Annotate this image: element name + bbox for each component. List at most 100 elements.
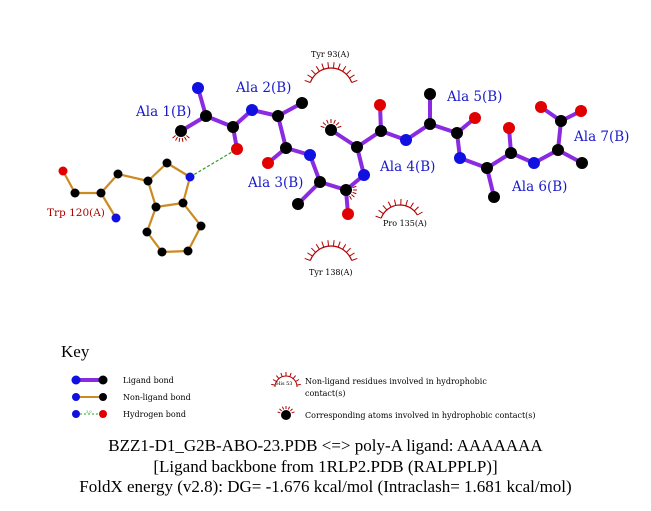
key-ligand-atom <box>98 375 108 385</box>
hydrophobic-residue-label: Tyr 138(A) <box>309 268 353 277</box>
hydrophobic-atom-tick <box>333 119 336 124</box>
pro135-tick <box>394 199 397 206</box>
carbon-atom <box>183 246 193 256</box>
carbon-atom <box>178 198 188 208</box>
tyr93-tick <box>346 69 351 75</box>
key-ligand-bond-label: Ligand bond <box>123 376 174 385</box>
tyr93-tick <box>311 69 316 75</box>
tyr138-tick <box>332 240 335 247</box>
caption-line-2: [Ligand backbone from 1RLP2.PDB (RALPPLP… <box>153 457 498 476</box>
carbon-atom <box>280 142 292 154</box>
atoms <box>58 82 588 257</box>
key-hbond-atom <box>72 410 80 418</box>
oxygen-atom <box>58 166 68 176</box>
carbon-atom <box>451 127 463 139</box>
carbon-atom <box>576 157 588 169</box>
carbon-atom <box>200 110 212 122</box>
tyr138-tick <box>321 241 325 248</box>
nitrogen-atom <box>304 149 316 161</box>
oxygen-atom <box>342 208 354 220</box>
oxygen-atom <box>262 157 274 169</box>
key-hbond-length: 3.0 <box>86 410 92 414</box>
key-ligand-atom <box>71 375 81 385</box>
tyr93-tick <box>337 63 341 70</box>
key-hbond-label: Hydrogen bond <box>123 410 186 419</box>
tyr138-tick <box>315 243 320 250</box>
key-atom-tick <box>281 406 285 410</box>
nonligand-bond <box>186 224 203 253</box>
hbond-residue-label: Trp 120(A) <box>47 207 105 219</box>
hydrophobic-atom-tick <box>322 122 327 126</box>
key-atom-tick <box>287 406 291 410</box>
tyr138-tick <box>342 243 347 250</box>
pro135-arc <box>380 204 418 219</box>
carbon-atom <box>151 202 161 212</box>
tyr93-tick <box>307 74 313 79</box>
tyr93-tick <box>351 79 358 83</box>
hydrophobic-atom-tick <box>320 125 325 129</box>
tyr93-tick <box>332 62 335 69</box>
ligand-residue-label: Ala 2(B) <box>235 80 291 96</box>
caption-line-3: FoldX energy (v2.8): DG= -1.676 kcal/mol… <box>79 477 572 496</box>
tyr138-tick <box>304 257 311 261</box>
carbon-atom <box>555 115 567 127</box>
key-arc-tick <box>295 379 300 382</box>
key-hydrophobic-residues-label: Non-ligand residues involved in hydropho… <box>305 377 487 386</box>
nitrogen-atom <box>192 82 204 94</box>
carbon-atom <box>142 227 152 237</box>
hydrophobic-atom-tick <box>186 135 190 139</box>
carbon-atom <box>488 191 500 203</box>
carbon-atom <box>424 88 436 100</box>
carbon-atom <box>552 144 564 156</box>
ligand-residue-label: Ala 4(B) <box>379 159 435 175</box>
hydrophobic-atom-tick <box>335 122 340 126</box>
key-nonligand-atom <box>72 393 80 401</box>
key-arc-tick <box>280 372 283 377</box>
tyr93-tick <box>304 79 311 83</box>
carbon-atom <box>314 176 326 188</box>
nonligand-bond <box>99 191 118 220</box>
key-atom-tick <box>279 408 282 412</box>
ligand-residue-label: Ala 3(B) <box>247 175 303 191</box>
nitrogen-atom <box>111 213 121 223</box>
hydrophobic-atom-tick <box>181 137 184 142</box>
tyr138-tick <box>346 247 351 253</box>
nitrogen-atom <box>246 104 258 116</box>
pro135-tick <box>413 206 419 212</box>
carbon-atom <box>296 97 308 109</box>
hydrophobic-atom-tick <box>175 136 178 141</box>
pro135-tick <box>409 202 414 209</box>
key-hydrophobic-example-residue: His 53 <box>276 381 292 387</box>
hydrophobic-atom-tick <box>351 194 355 198</box>
nonligand-bond <box>154 201 185 209</box>
key-arc-tick <box>272 379 277 382</box>
key-hydrophobic-arc <box>274 375 298 388</box>
carbon-atom <box>272 110 284 122</box>
carbon-atom <box>375 125 387 137</box>
tyr138-tick <box>307 252 313 257</box>
carbon-atom <box>292 198 304 210</box>
key-hydrophobic-atoms-label: Corresponding atoms involved in hydropho… <box>305 411 536 420</box>
hydrophobic-atom-tick <box>337 125 342 129</box>
carbon-atom <box>196 221 206 231</box>
key-arc-tick <box>275 375 280 379</box>
tyr138-tick <box>311 247 316 253</box>
tyr138-tick <box>349 252 355 257</box>
key-hydrophobic-atom-ticks <box>277 406 295 414</box>
key-arc-tick <box>271 383 276 386</box>
tyr93-tick <box>321 63 325 70</box>
carbon-atom <box>351 141 363 153</box>
oxygen-atom <box>374 99 386 111</box>
tyr138-tick <box>337 241 341 248</box>
tyr138-arc <box>309 245 353 261</box>
oxygen-atom <box>469 112 481 124</box>
key-hydrophobic-arc-ticks <box>271 372 301 386</box>
key-atom-tick <box>277 411 281 414</box>
pro135-tick <box>378 209 384 215</box>
hydrophobic-contact-arcs <box>172 62 423 261</box>
nonligand-bond <box>146 179 158 209</box>
pro135-tick <box>405 199 408 206</box>
carbon-atom <box>325 124 337 136</box>
oxygen-atom <box>535 101 547 113</box>
